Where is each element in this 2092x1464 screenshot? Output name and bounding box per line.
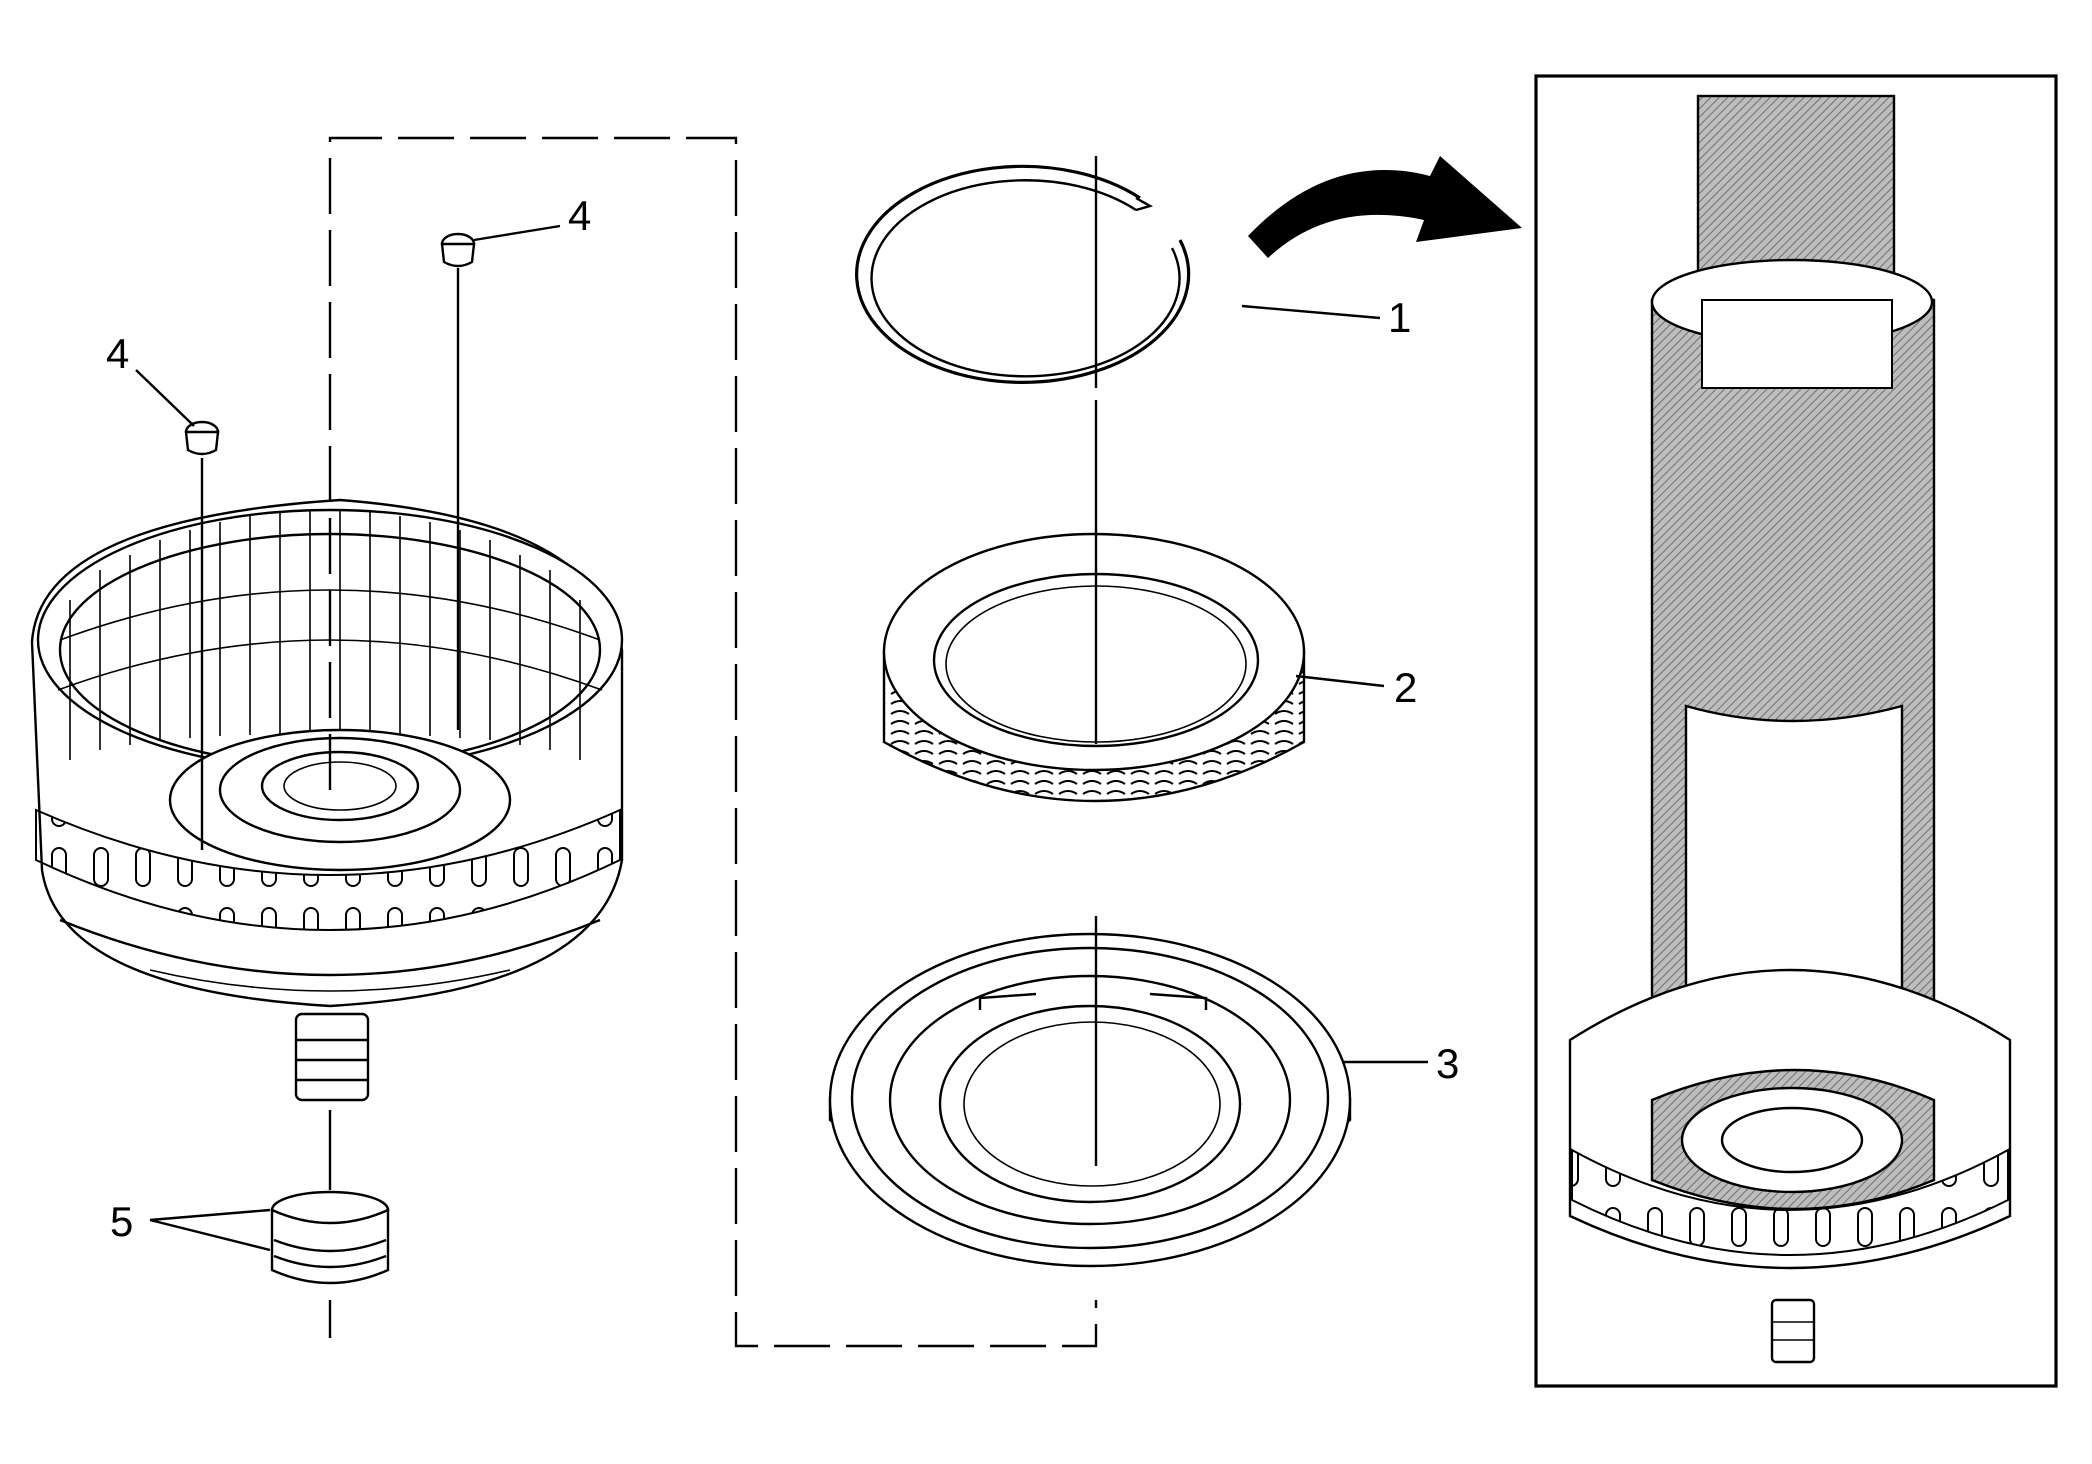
seal-rings-part-5	[270, 1190, 390, 1285]
piston-part-3	[828, 932, 1352, 1268]
clutch-housing-drum	[30, 498, 624, 1102]
plug-part-4-upper	[440, 232, 476, 268]
curved-arrow	[1248, 156, 1522, 258]
callout-4-upper: 4	[473, 192, 591, 242]
callout-1: 1	[1241, 294, 1411, 341]
callout-5: 5	[110, 1198, 271, 1252]
snap-ring-part-1	[855, 164, 1191, 384]
spring-assembly-part-2	[882, 532, 1306, 803]
callout-label-4-upper: 4	[568, 192, 591, 239]
callout-4-lower: 4	[106, 330, 195, 427]
left-assembly-lines	[200, 268, 460, 1338]
callout-label-2: 2	[1394, 664, 1417, 711]
callout-label-1: 1	[1388, 294, 1411, 341]
inset-panel	[1534, 74, 2058, 1388]
callout-3: 3	[1342, 1040, 1459, 1087]
callout-label-3: 3	[1436, 1040, 1459, 1087]
callout-label-4-lower: 4	[106, 330, 129, 377]
callout-2: 2	[1295, 664, 1417, 711]
dashed-assembly-path	[328, 136, 1098, 1348]
callout-label-5: 5	[110, 1198, 133, 1245]
plug-part-4-lower	[184, 420, 220, 456]
